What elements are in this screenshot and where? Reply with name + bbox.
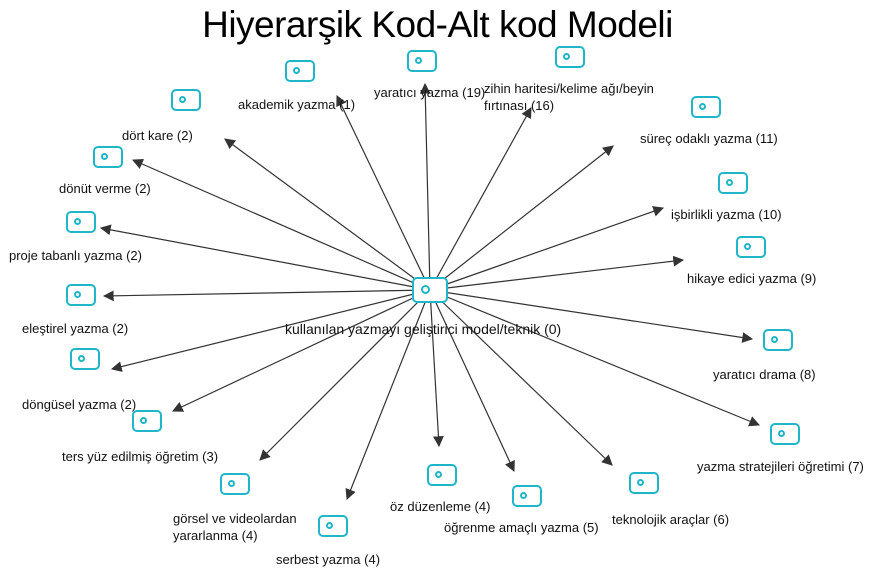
- edge-ogrenme-amacli-yazma: [429, 289, 515, 472]
- code-icon-yazma-stratejileri[interactable]: [770, 423, 800, 445]
- code-icon-zihin-haritesi[interactable]: [555, 46, 585, 68]
- code-icon-yaratici-yazma[interactable]: [407, 50, 437, 72]
- code-label-dongusel-yazma: döngüsel yazma (2): [22, 397, 137, 412]
- code-icon-hikaye-edici-yazma[interactable]: [736, 236, 766, 258]
- edge-yazma-stratejileri: [429, 289, 760, 427]
- code-icon-akademik-yazma[interactable]: [285, 60, 315, 82]
- code-icon-ogrenme-amacli-yazma[interactable]: [512, 485, 542, 507]
- code-label-ogrenme-amacli-yazma: öğrenme amaçlı yazma (5): [444, 520, 599, 535]
- code-label-gorsel-videolar: görsel ve videolardan yararlanma (4): [173, 510, 297, 544]
- code-label-dort-kare: dört kare (2): [122, 128, 193, 143]
- diagram-title: Hiyerarşik Kod-Alt kod Modeli: [202, 4, 673, 45]
- code-label-oz-duzenleme: öz düzenleme (4): [390, 499, 491, 514]
- code-icon-proje-tabanli-yazma[interactable]: [66, 211, 96, 233]
- code-label-line: fırtınası (16): [484, 98, 555, 113]
- code-icon-elestirel-yazma[interactable]: [66, 284, 96, 306]
- center-code-label: kullanılan yazmayı geliştirici model/tek…: [285, 321, 562, 337]
- edge-oz-duzenleme: [429, 289, 444, 448]
- edge-dongusel-yazma: [110, 289, 431, 372]
- code-icon-dort-kare[interactable]: [171, 89, 201, 111]
- code-icon-yaratici-drama[interactable]: [763, 329, 793, 351]
- code-icon-serbest-yazma[interactable]: [318, 515, 348, 537]
- code-label-hikaye-edici-yazma: hikaye edici yazma (9): [687, 271, 817, 286]
- code-label-elestirel-yazma: eleştirel yazma (2): [22, 321, 129, 336]
- edge-teknolojik-araclar: [429, 289, 613, 466]
- edge-ters-yuz: [172, 289, 431, 412]
- center-code-icon[interactable]: [412, 277, 448, 303]
- edge-hikaye-edici-yazma: [429, 255, 685, 291]
- code-icon-gorsel-videolar[interactable]: [220, 473, 250, 495]
- edge-akademik-yazma: [336, 95, 431, 291]
- code-label-line: yararlanma (4): [173, 528, 258, 543]
- edge-yaratici-yazma: [419, 82, 431, 291]
- code-icon-dongusel-yazma[interactable]: [70, 348, 100, 370]
- code-icon-teknolojik-araclar[interactable]: [629, 472, 659, 494]
- edge-zihin-haritesi: [429, 107, 532, 291]
- code-icon-surec-odakli-yazma[interactable]: [691, 96, 721, 118]
- code-label-akademik-yazma: akademik yazma (1): [238, 97, 356, 112]
- code-label-teknolojik-araclar: teknolojik araçlar (6): [612, 512, 730, 527]
- edge-gorsel-videolar: [259, 289, 431, 461]
- code-label-ters-yuz: ters yüz edilmiş öğretim (3): [62, 449, 219, 464]
- edge-isbirlikli-yazma: [429, 206, 665, 291]
- edge-serbest-yazma: [345, 289, 431, 501]
- code-label-surec-odakli-yazma: süreç odaklı yazma (11): [640, 131, 778, 146]
- code-label-serbest-yazma: serbest yazma (4): [276, 552, 381, 567]
- code-label-line: görsel ve videolardan: [173, 511, 297, 526]
- code-label-proje-tabanli-yazma: proje tabanlı yazma (2): [9, 248, 142, 263]
- code-label-yaratici-drama: yaratıcı drama (8): [713, 367, 816, 382]
- edge-yaratici-drama: [429, 289, 754, 343]
- code-label-yazma-stratejileri: yazma stratejileri öğretimi (7): [697, 459, 864, 474]
- code-label-yaratici-yazma: yaratıcı yazma (19): [374, 85, 486, 100]
- code-label-line: zihin haritesi/kelime ağı/beyin: [484, 81, 654, 96]
- code-icon-ters-yuz[interactable]: [132, 410, 162, 432]
- code-label-donut-verme: dönüt verme (2): [59, 181, 151, 196]
- edge-proje-tabanli-yazma: [99, 224, 431, 291]
- code-icon-isbirlikli-yazma[interactable]: [718, 172, 748, 194]
- code-label-zihin-haritesi: zihin haritesi/kelime ağı/beyin fırtınası…: [484, 80, 654, 114]
- code-icon-donut-verme[interactable]: [93, 146, 123, 168]
- edge-donut-verme: [132, 158, 431, 291]
- edge-dort-kare: [224, 138, 431, 291]
- edge-surec-odakli-yazma: [429, 145, 614, 291]
- code-label-isbirlikli-yazma: işbirlikli yazma (10): [671, 207, 782, 222]
- edge-elestirel-yazma: [102, 289, 431, 302]
- code-icon-oz-duzenleme[interactable]: [427, 464, 457, 486]
